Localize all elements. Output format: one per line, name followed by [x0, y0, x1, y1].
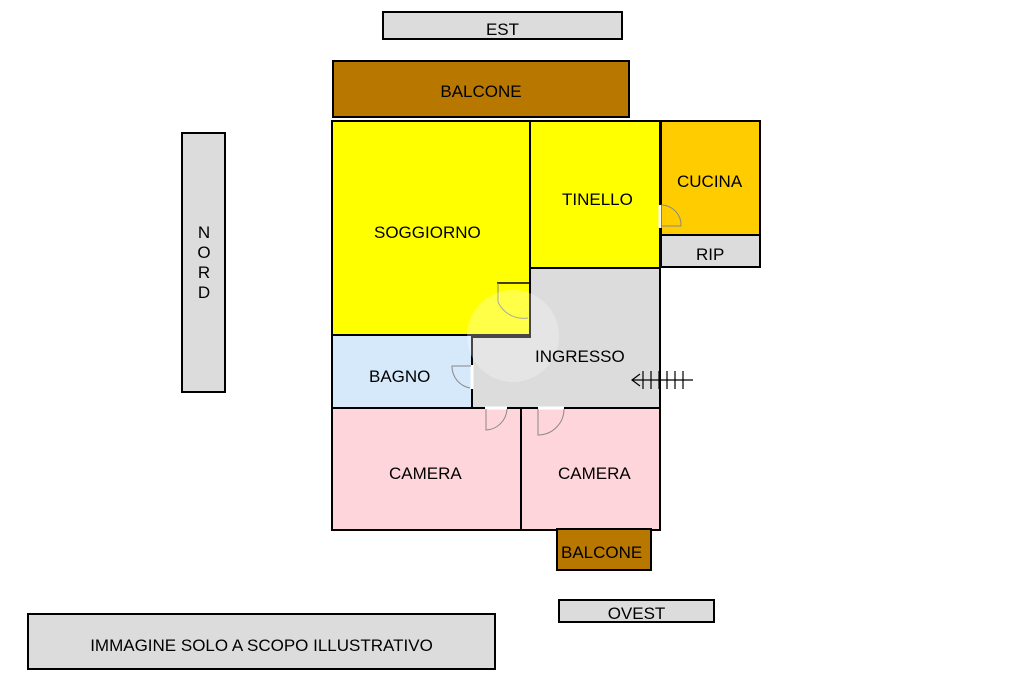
- room-bedroom-right-area: [520, 407, 661, 531]
- disclaimer-text: IMMAGINE SOLO A SCOPO ILLUSTRATIVO: [90, 635, 433, 655]
- room-living-label: SOGGIORNO: [374, 223, 481, 242]
- compass-north-label: NORD: [194, 222, 214, 303]
- door-living-entrance: [497, 282, 530, 319]
- entrance-arrow-icon: [631, 371, 693, 389]
- compass-east-box: EST: [382, 11, 623, 40]
- compass-north-box: NORD: [181, 132, 226, 393]
- room-balcony-top-label: BALCONE: [440, 82, 522, 101]
- compass-east-label: EST: [485, 19, 520, 39]
- door-kitchen: [658, 204, 682, 228]
- room-bedroom-right-label: CAMERA: [558, 464, 631, 483]
- compass-west-box: OVEST: [558, 599, 715, 623]
- room-balcony-bottom-area: [556, 528, 652, 571]
- room-entrance-label: INGRESSO: [535, 347, 625, 366]
- door-bedroom-left: [485, 406, 508, 431]
- room-kitchen-label: CUCINA: [677, 172, 743, 191]
- room-kitchen-area: [660, 120, 761, 236]
- room-storage-area: [660, 234, 761, 268]
- watermark-circle: [467, 290, 559, 382]
- room-bedroom-left-area: [331, 407, 522, 531]
- room-living-area: [331, 120, 531, 336]
- room-balcony-bottom-label: BALCONE: [561, 543, 643, 562]
- room-storage-label: RIP: [696, 245, 725, 264]
- door-bedroom-right: [537, 406, 565, 436]
- disclaimer-box: IMMAGINE SOLO A SCOPO ILLUSTRATIVO: [27, 613, 496, 670]
- room-bedroom-left-label: CAMERA: [389, 464, 462, 483]
- room-dining-label: TINELLO: [562, 190, 633, 209]
- compass-west-label: OVEST: [607, 604, 666, 623]
- room-dining-area: [529, 120, 661, 269]
- door-bathroom: [451, 365, 474, 389]
- room-bathroom-label: BAGNO: [369, 367, 431, 386]
- room-balcony-top: BALCONE: [332, 60, 630, 118]
- room-bathroom-area: [331, 334, 473, 409]
